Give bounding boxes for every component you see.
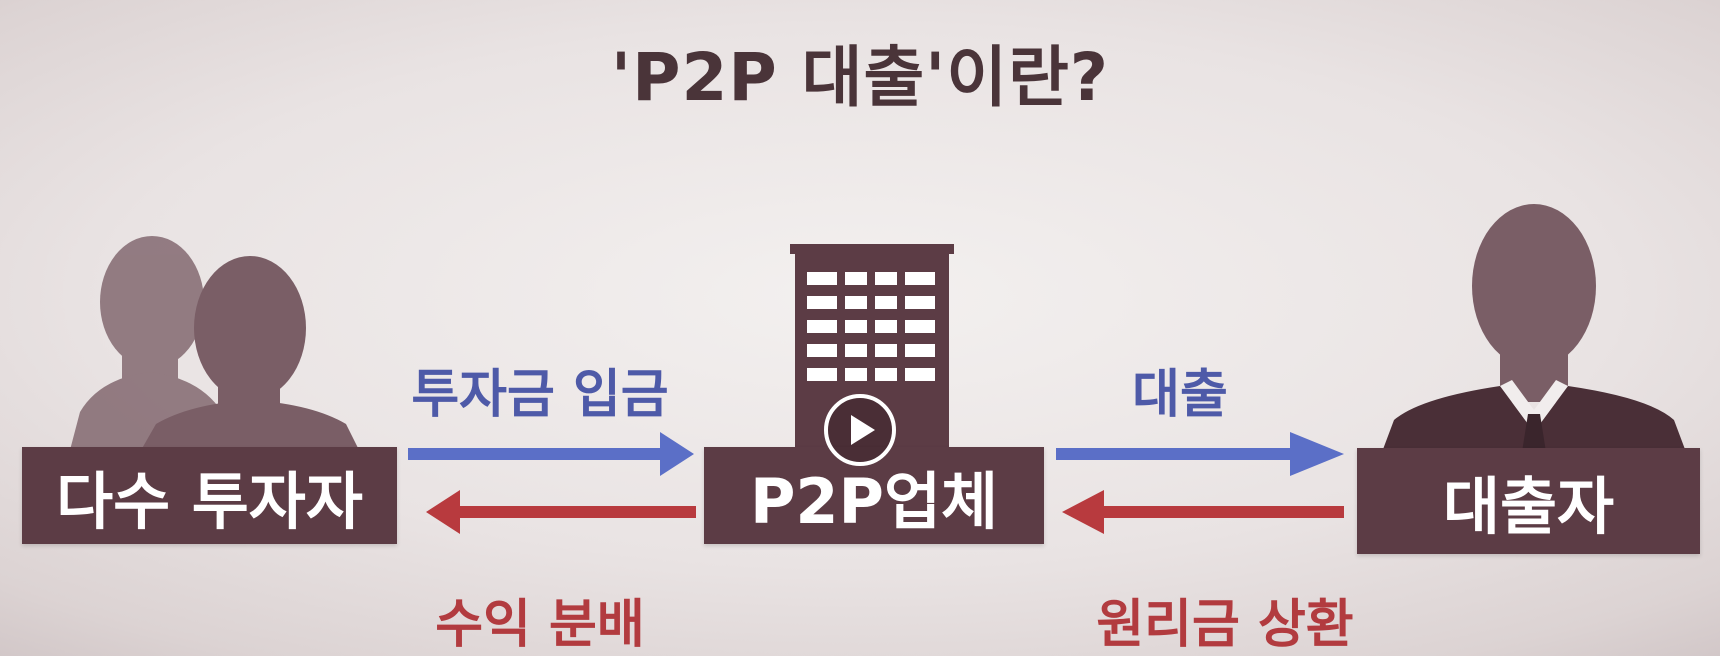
node-investors-label: 다수 투자자 [56,464,363,538]
flow-label-investment-deposit: 투자금 입금 [411,365,669,425]
node-platform-label: P2P업체 [749,464,999,538]
node-investors: 다수 투자자 [22,447,397,544]
arrow-repayment [1062,490,1344,534]
flow-label-repayment: 원리금 상환 [1096,595,1354,655]
node-platform: P2P업체 [704,447,1044,544]
play-icon [851,415,875,445]
arrow-profit-distribution [426,490,696,534]
businessman-silhouette-icon [1382,204,1686,452]
node-borrower: 대출자 [1357,448,1700,554]
page-title: 'P2P 대출'이란? [610,39,1110,116]
flow-label-loan: 대출 [1132,365,1228,425]
node-borrower-label: 대출자 [1442,470,1615,543]
arrow-investment-deposit [408,432,694,476]
flow-label-profit-distribution: 수익 분배 [435,595,645,655]
video-play-button[interactable] [824,394,896,466]
people-silhouette-icon [70,236,360,452]
arrow-loan [1056,432,1344,476]
